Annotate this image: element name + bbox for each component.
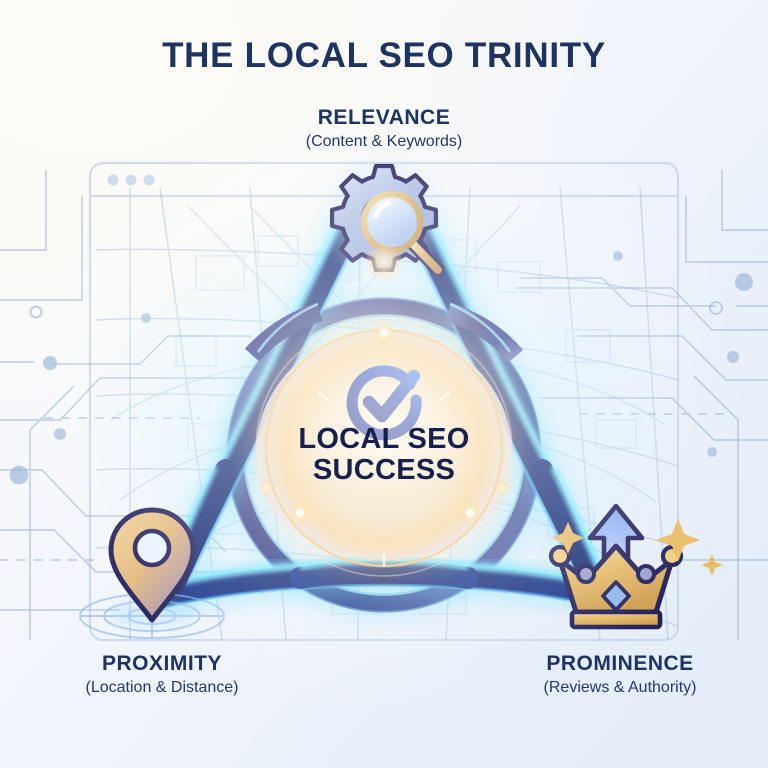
node-title-proximity: PROXIMITY (101, 652, 222, 675)
page-title: THE LOCAL SEO TRINITY (162, 36, 606, 75)
node-label-relevance: RELEVANCE (Content & Keywords) (224, 106, 544, 153)
center-success-text: LOCAL SEO SUCCESS (259, 423, 509, 487)
node-title-prominence: PROMINENCE (546, 652, 694, 675)
node-title-relevance: RELEVANCE (317, 106, 451, 129)
node-subtitle-proximity: (Location & Distance) (85, 679, 239, 697)
node-subtitle-relevance: (Content & Keywords) (305, 133, 463, 151)
node-label-prominence: PROMINENCE (Reviews & Authority) (460, 652, 768, 699)
node-label-proximity: PROXIMITY (Location & Distance) (2, 652, 322, 699)
node-subtitle-prominence: (Reviews & Authority) (543, 679, 697, 697)
center-line-1: LOCAL SEO (298, 423, 470, 455)
center-line-2: SUCCESS (312, 454, 456, 487)
